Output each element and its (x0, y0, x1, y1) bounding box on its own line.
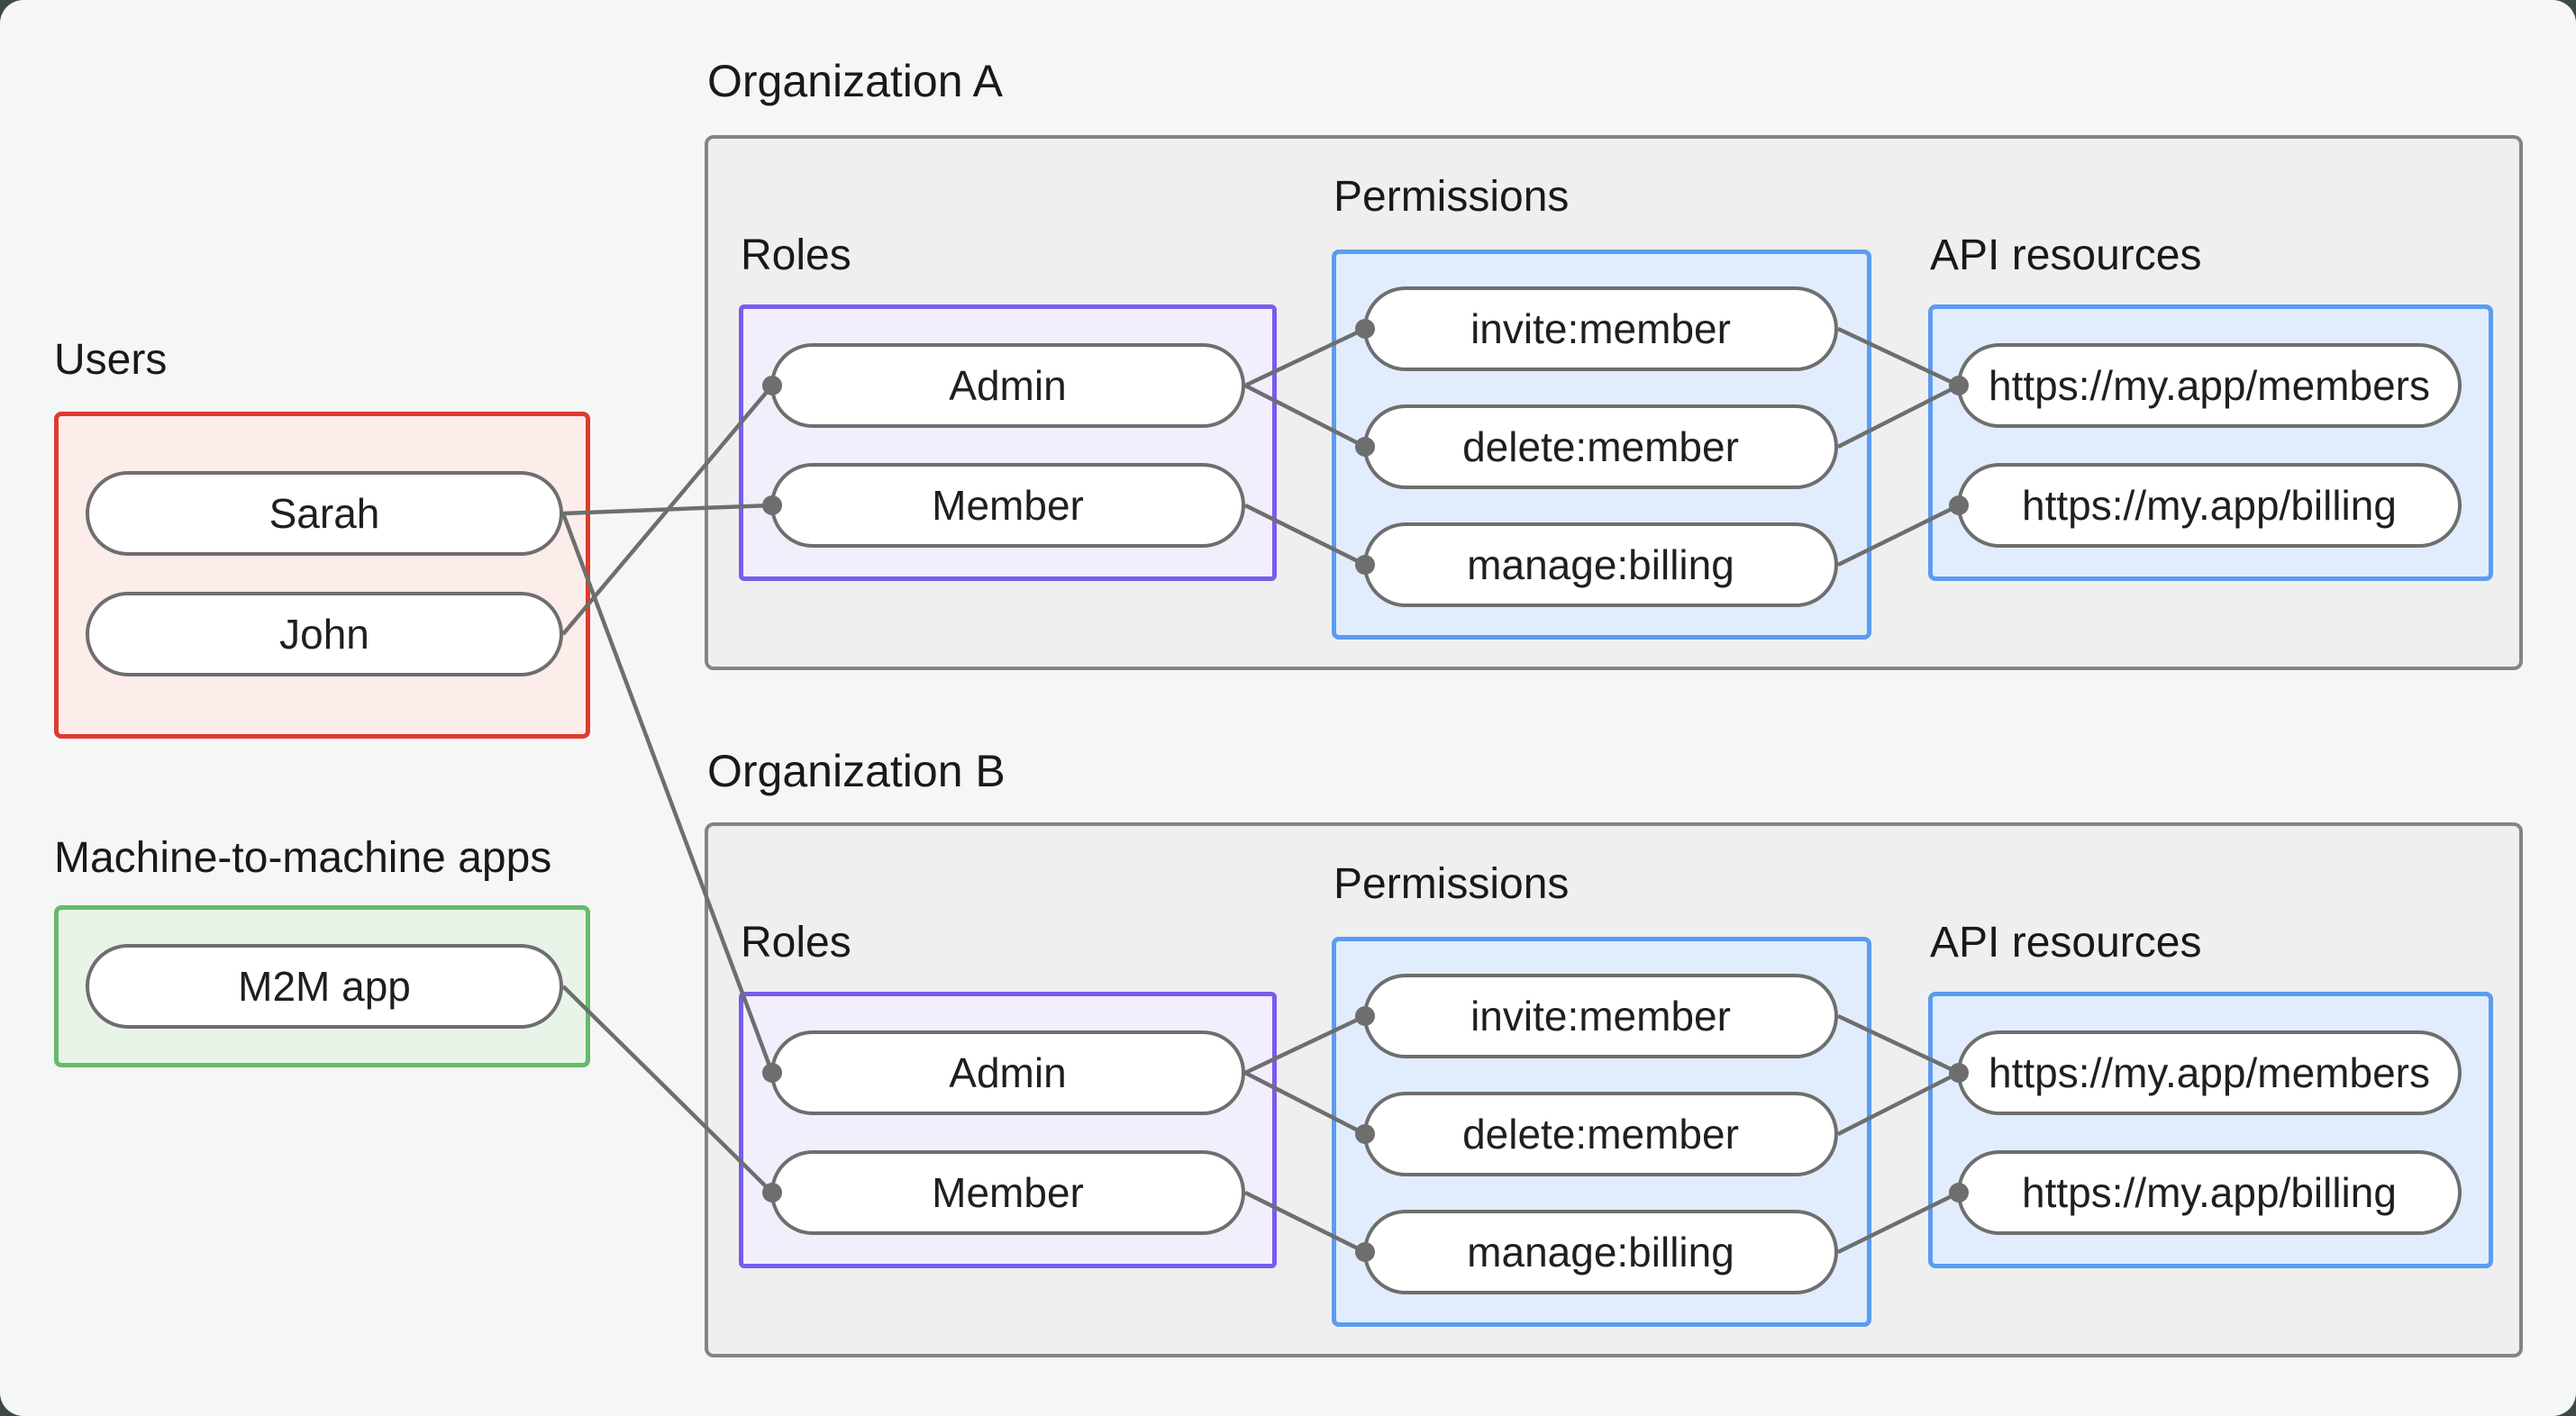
org-a-title: Organization A (707, 56, 1003, 106)
node-org-b-perm-manage-billing: manage:billing (1363, 1210, 1838, 1294)
node-org-a-perm-delete-member: delete:member (1363, 404, 1838, 489)
org-a-roles-title: Roles (741, 231, 851, 279)
node-org-b-perm-invite-member: invite:member (1363, 974, 1838, 1058)
node-org-b-resource-members: https://my.app/members (1957, 1030, 2462, 1115)
node-org-a-resource-billing: https://my.app/billing (1957, 463, 2462, 548)
node-user-john: John (86, 592, 563, 676)
node-user-sarah: Sarah (86, 471, 563, 556)
node-org-b-perm-delete-member: delete:member (1363, 1092, 1838, 1176)
org-b-roles-title: Roles (741, 919, 851, 967)
node-org-a-resource-members: https://my.app/members (1957, 343, 2462, 428)
users-group-box (54, 412, 590, 739)
node-org-b-role-admin: Admin (770, 1030, 1245, 1115)
m2m-section-title: Machine-to-machine apps (54, 834, 552, 882)
users-section-title: Users (54, 336, 168, 384)
node-m2m-app: M2M app (86, 944, 563, 1029)
node-org-a-perm-manage-billing: manage:billing (1363, 522, 1838, 607)
org-a-permissions-title: Permissions (1334, 173, 1570, 221)
org-b-title: Organization B (707, 746, 1006, 796)
node-org-a-role-member: Member (770, 463, 1245, 548)
org-a-api-resources-title: API resources (1930, 231, 2202, 279)
node-org-a-perm-invite-member: invite:member (1363, 286, 1838, 371)
node-org-b-resource-billing: https://my.app/billing (1957, 1150, 2462, 1235)
org-b-api-resources-title: API resources (1930, 919, 2202, 967)
node-org-b-role-member: Member (770, 1150, 1245, 1235)
org-b-permissions-title: Permissions (1334, 860, 1570, 908)
node-org-a-role-admin: Admin (770, 343, 1245, 428)
